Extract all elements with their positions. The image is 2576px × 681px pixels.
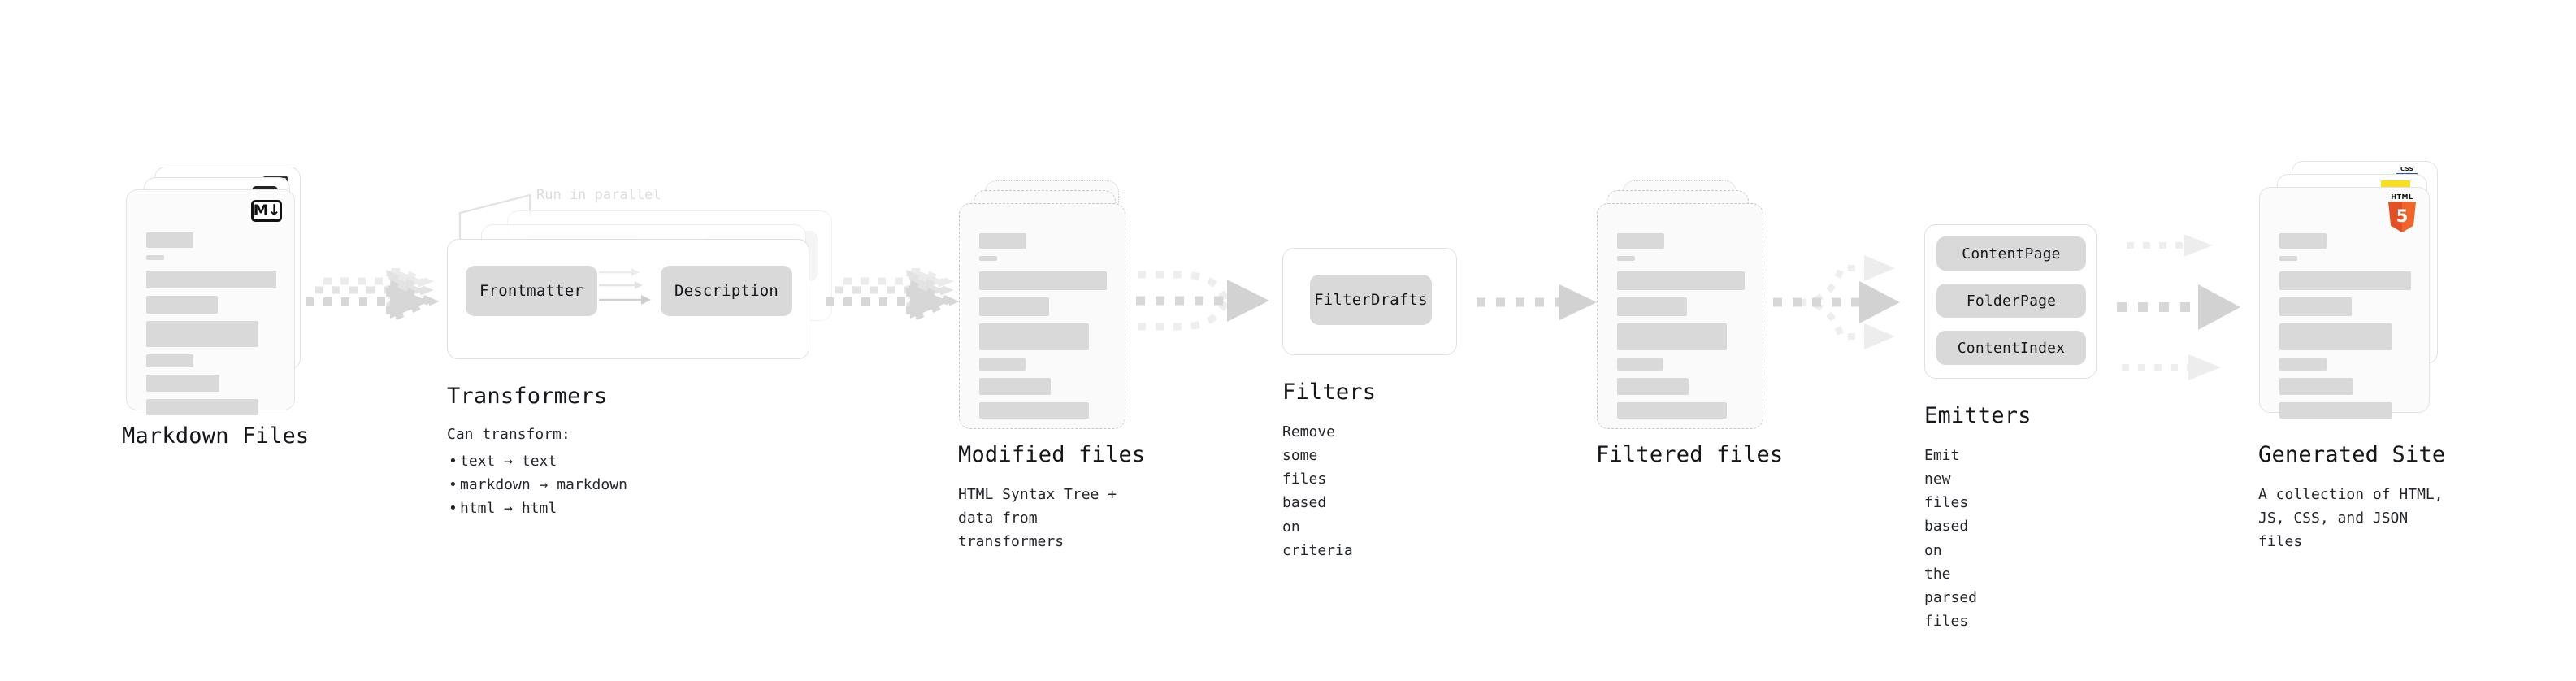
emitter-node-contentindex[interactable]: ContentIndex bbox=[1936, 331, 2086, 365]
stage-title-generated-site: Generated Site bbox=[2258, 442, 2446, 467]
stage-markdown-files: M↓ M↓ M↓ Markdown Files bbox=[122, 167, 309, 449]
generated-site-file-stack: CSS HTML 5 bbox=[2259, 161, 2446, 421]
placeholder-bar bbox=[1617, 402, 1728, 419]
placeholder-bar bbox=[2279, 402, 2393, 419]
placeholder-bar bbox=[146, 255, 164, 260]
emitter-node-contentpage[interactable]: ContentPage bbox=[1936, 236, 2086, 271]
placeholder-bar bbox=[2279, 271, 2411, 290]
placeholder-bar bbox=[146, 296, 218, 314]
transformer-box-layer-1: Frontmatter Description bbox=[447, 239, 809, 359]
site-card-front-html: HTML 5 bbox=[2259, 187, 2430, 419]
placeholder-bar bbox=[146, 375, 219, 392]
emitters-box: ContentPage FolderPage ContentIndex bbox=[1924, 224, 2097, 379]
placeholder-bar bbox=[2279, 233, 2327, 249]
filtered-card-front bbox=[1597, 203, 1763, 429]
placeholder-bar bbox=[979, 271, 1107, 290]
placeholder-bar bbox=[979, 402, 1090, 419]
file-content-placeholder bbox=[1617, 233, 1745, 426]
markdown-logo-icon: M↓ bbox=[251, 200, 282, 222]
placeholder-bar bbox=[146, 232, 193, 248]
html5-logo-digit: 5 bbox=[2396, 206, 2409, 226]
placeholder-bar bbox=[1617, 271, 1745, 290]
placeholder-bar bbox=[1617, 358, 1663, 371]
stage-modified-files: Modified files HTML Syntax Tree + data f… bbox=[958, 180, 1145, 550]
run-in-parallel-bracket-icon bbox=[458, 193, 531, 244]
placeholder-bar bbox=[2279, 378, 2353, 395]
placeholder-bar bbox=[1617, 256, 1635, 261]
emitters-description: Emit new files based on the parsed files bbox=[1924, 447, 1978, 631]
stage-title-markdown-files: Markdown Files bbox=[122, 423, 310, 449]
flow-arrow-transformers-to-modified bbox=[826, 268, 960, 325]
placeholder-bar bbox=[1617, 233, 1664, 249]
file-content-placeholder bbox=[2279, 233, 2411, 426]
flow-arrow-markdown-to-transformers bbox=[306, 268, 440, 325]
markdown-card-front: M↓ bbox=[126, 189, 295, 415]
generated-site-description: A collection of HTML, JS, CSS, and JSON … bbox=[2258, 486, 2444, 551]
run-in-parallel-note: Run in parallel bbox=[536, 187, 661, 203]
transformer-bullet-item: html → html bbox=[447, 497, 627, 520]
transformers-desc-lead: Can transform: bbox=[447, 426, 570, 443]
placeholder-bar bbox=[2279, 256, 2297, 261]
transformer-inner-arrows-icon bbox=[599, 268, 651, 305]
placeholder-bar bbox=[979, 256, 997, 261]
placeholder-bar bbox=[979, 233, 1026, 249]
flow-arrow-filtered-to-emitters-fanout bbox=[1773, 255, 1900, 349]
placeholder-bar bbox=[979, 323, 1090, 350]
stage-title-transformers: Transformers bbox=[447, 384, 608, 409]
emitter-node-folderpage[interactable]: FolderPage bbox=[1936, 284, 2086, 318]
placeholder-bar bbox=[2279, 323, 2393, 350]
html5-logo-icon: HTML 5 bbox=[2388, 194, 2416, 232]
stage-generated-site: CSS HTML 5 bbox=[2258, 161, 2446, 550]
stage-title-emitters: Emitters bbox=[1924, 403, 2032, 428]
placeholder-bar bbox=[1617, 378, 1689, 395]
filtered-file-stack bbox=[1597, 180, 1776, 429]
transformer-bullet-item: markdown → markdown bbox=[447, 473, 627, 497]
placeholder-bar bbox=[979, 378, 1051, 395]
transformers-bullet-list: text → text markdown → markdown html → h… bbox=[447, 449, 627, 521]
filters-description: Remove some files based on criteria bbox=[1282, 423, 1353, 559]
placeholder-bar bbox=[2279, 297, 2353, 316]
stage-filtered-files: Filtered files bbox=[1596, 180, 1783, 467]
transformer-bullet-item: text → text bbox=[447, 449, 627, 473]
filter-node-filterdrafts[interactable]: FilterDrafts bbox=[1310, 275, 1432, 325]
transformer-node-frontmatter[interactable]: Frontmatter bbox=[466, 266, 597, 316]
html5-logo-label: HTML bbox=[2391, 193, 2413, 201]
stage-title-filters: Filters bbox=[1282, 380, 1377, 405]
flow-arrow-filters-to-filtered bbox=[1477, 284, 1597, 320]
placeholder-bar bbox=[979, 297, 1050, 316]
markdown-file-stack: M↓ M↓ M↓ bbox=[126, 167, 305, 415]
flow-arrow-emitters-to-site bbox=[2117, 234, 2240, 380]
placeholder-bar bbox=[146, 271, 276, 288]
file-content-placeholder bbox=[979, 233, 1107, 426]
placeholder-bar bbox=[146, 399, 258, 415]
modified-files-description: HTML Syntax Tree + data from transformer… bbox=[958, 486, 1117, 551]
stage-title-modified-files: Modified files bbox=[958, 442, 1146, 467]
placeholder-bar bbox=[1617, 323, 1728, 350]
file-content-placeholder bbox=[146, 232, 276, 423]
placeholder-bar bbox=[146, 354, 193, 367]
modified-card-front bbox=[959, 203, 1125, 429]
flow-arrow-modified-to-filters-merge bbox=[1136, 271, 1269, 331]
filters-box: FilterDrafts bbox=[1282, 248, 1457, 355]
transformer-node-description[interactable]: Description bbox=[661, 266, 792, 316]
stage-title-filtered-files: Filtered files bbox=[1596, 442, 1784, 467]
css-logo-label: CSS bbox=[2400, 166, 2413, 172]
html5-logo-shield: 5 bbox=[2388, 202, 2416, 232]
placeholder-bar bbox=[146, 321, 258, 347]
placeholder-bar bbox=[1617, 297, 1688, 316]
placeholder-bar bbox=[2279, 358, 2327, 371]
modified-file-stack bbox=[959, 180, 1138, 429]
placeholder-bar bbox=[979, 358, 1026, 371]
transformers-description: Can transform: text → text markdown → ma… bbox=[447, 423, 627, 521]
